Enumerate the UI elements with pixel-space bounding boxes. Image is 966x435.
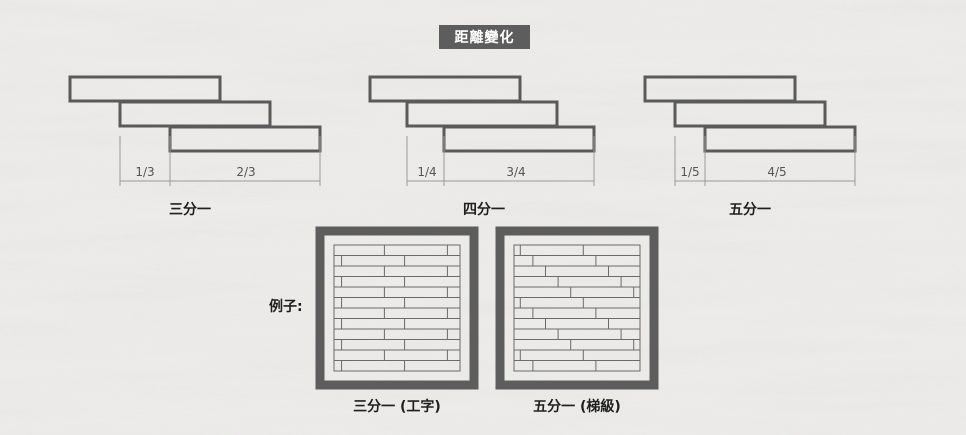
plank <box>405 100 559 128</box>
plank <box>168 125 322 153</box>
fraction-label: 4/5 <box>767 165 787 179</box>
stagger-group <box>643 75 857 186</box>
stagger-group <box>368 75 596 186</box>
fraction-label: 1/4 <box>417 165 437 179</box>
example-frame <box>495 226 659 390</box>
example-caption: 三分一 (工字) <box>353 399 441 415</box>
example-caption: 五分一 (梯級) <box>533 399 621 415</box>
example-stair <box>495 226 659 390</box>
fraction-label: 1/5 <box>680 165 700 179</box>
plank <box>368 75 522 103</box>
example-patterns <box>315 226 659 390</box>
example-brick <box>315 226 479 390</box>
example-frame <box>315 226 479 390</box>
examples-label: 例子: <box>269 299 303 315</box>
plank <box>68 75 222 103</box>
plank <box>703 125 857 153</box>
plank <box>643 75 797 103</box>
stagger-diagrams <box>68 75 857 186</box>
fraction-label: 2/3 <box>236 165 256 179</box>
plank <box>118 100 272 128</box>
fraction-label: 3/4 <box>506 165 526 179</box>
group-label: 五分一 <box>729 202 771 218</box>
group-label: 四分一 <box>463 202 505 218</box>
title-tag: 距離變化 <box>439 25 530 49</box>
fraction-label: 1/3 <box>135 165 155 179</box>
plank <box>673 100 827 128</box>
group-label: 三分一 <box>169 202 211 218</box>
plank <box>442 125 596 153</box>
stagger-group <box>68 75 322 186</box>
